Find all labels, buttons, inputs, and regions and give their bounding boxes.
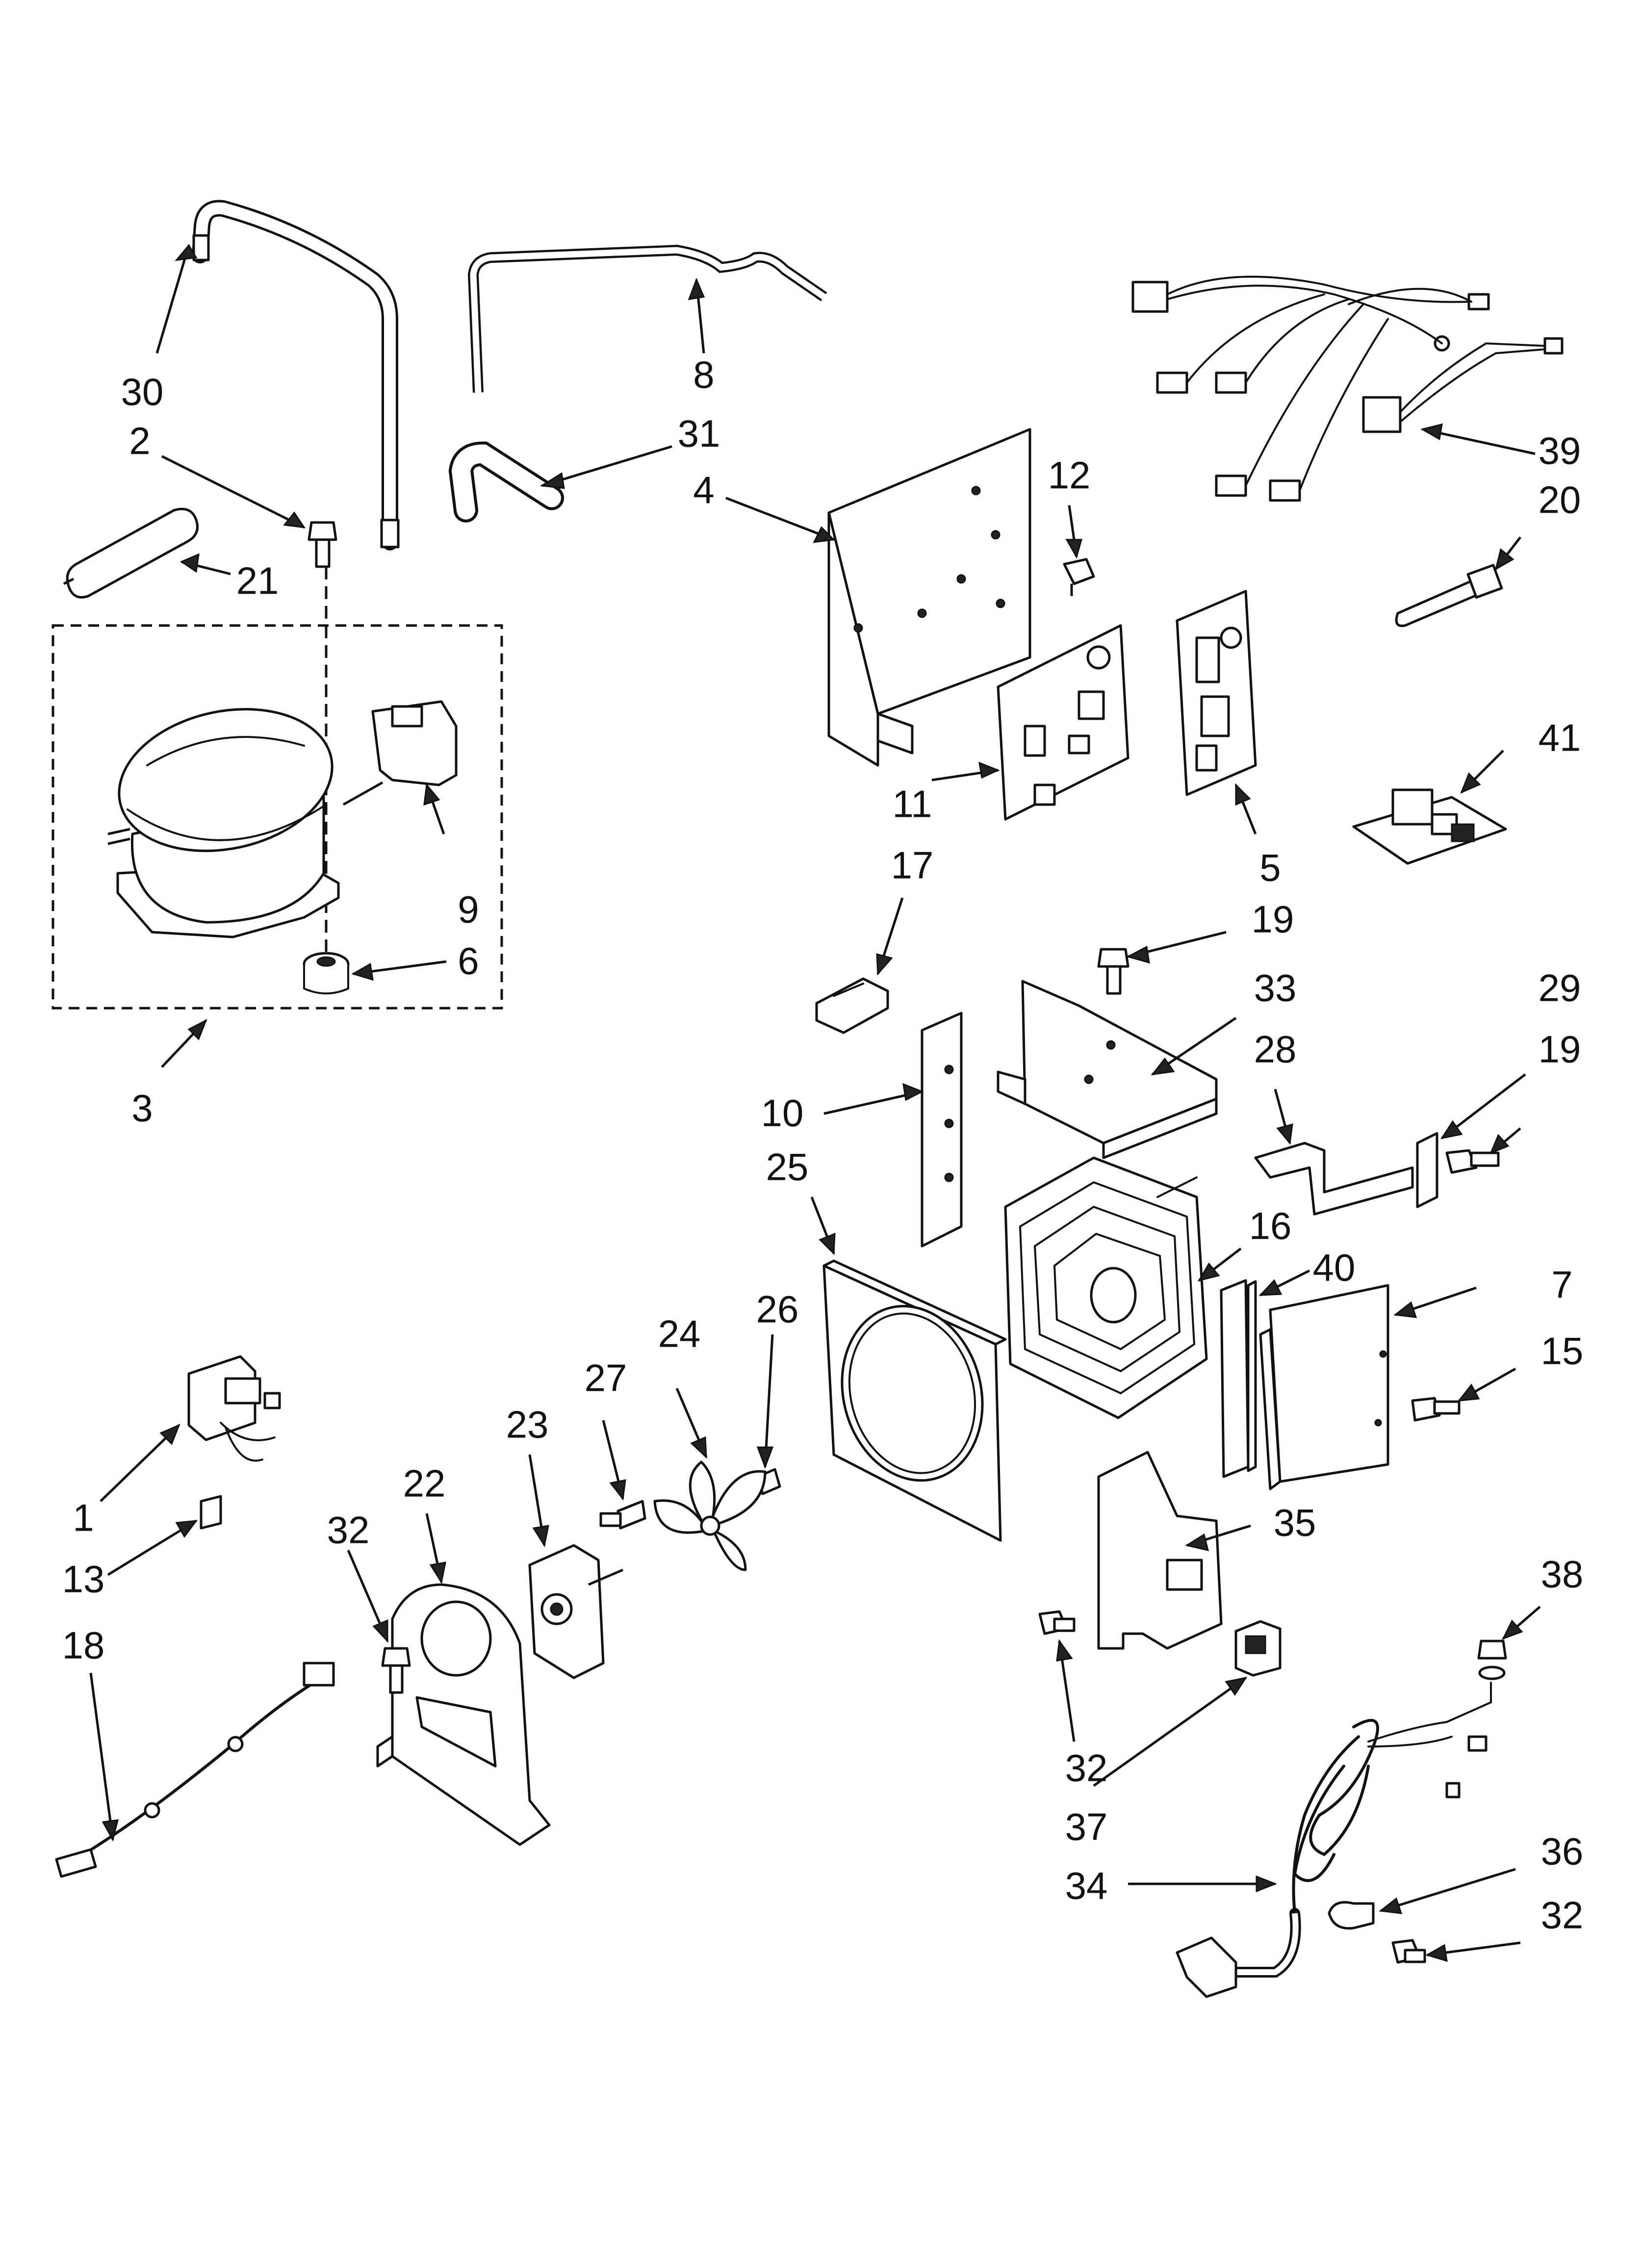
switch-part [815, 977, 889, 1034]
label-39: 39 [1539, 429, 1581, 472]
label-1: 1 [73, 1496, 94, 1539]
compressor-screw-part [308, 521, 337, 568]
label-7: 7 [1551, 1263, 1572, 1306]
label-19b: 19 [1539, 1028, 1581, 1071]
deck-cover-part [997, 980, 1218, 1159]
screw-part-32b [1038, 1610, 1076, 1635]
label-35: 35 [1274, 1501, 1316, 1544]
seal-strip-part [1220, 1279, 1250, 1478]
label-16: 16 [1249, 1204, 1292, 1248]
label-15: 15 [1541, 1330, 1584, 1373]
leader-lines [89, 244, 1541, 1962]
discharge-tube-part [192, 200, 400, 550]
label-20: 20 [1539, 478, 1581, 521]
label-22: 22 [403, 1462, 446, 1505]
label-2: 2 [129, 419, 150, 463]
control-bracket-part [827, 428, 1031, 767]
fan-bracket-part [376, 1583, 551, 1846]
power-cord-part [1176, 1682, 1492, 1998]
label-23: 23 [506, 1403, 549, 1446]
strap-part [1416, 1132, 1438, 1208]
label-10: 10 [761, 1092, 804, 1135]
label-32c: 32 [1541, 1894, 1584, 1937]
relay-part [342, 700, 458, 806]
fan-blade-part [653, 1460, 767, 1571]
label-29: 29 [1539, 966, 1581, 1010]
label-18: 18 [62, 1624, 105, 1667]
ground-screw-part [1477, 1640, 1507, 1680]
shroud-part [822, 1259, 1007, 1542]
screw-part-15 [1411, 1397, 1461, 1422]
part-number-labels: 30 2 21 8 31 4 12 39 20 41 11 5 9 6 3 17… [62, 353, 1584, 1937]
power-board-part [1352, 788, 1507, 865]
screw-part-32c [1391, 1939, 1426, 1964]
tube-part [467, 244, 827, 393]
screw-part-32a [381, 1647, 411, 1694]
label-19a: 19 [1252, 898, 1294, 941]
label-4: 4 [693, 469, 714, 512]
label-36: 36 [1541, 1830, 1584, 1873]
clip-part [1063, 558, 1095, 596]
label-6: 6 [458, 939, 479, 983]
label-21: 21 [236, 559, 279, 602]
label-3: 3 [131, 1087, 153, 1130]
label-37: 37 [1065, 1805, 1108, 1849]
side-bracket-part [921, 1012, 963, 1248]
bushing-part [599, 1500, 646, 1530]
brace-part [1097, 1451, 1223, 1650]
label-24: 24 [658, 1312, 701, 1356]
condenser-cover-part [1259, 1284, 1389, 1490]
label-38: 38 [1541, 1553, 1584, 1596]
label-25: 25 [766, 1146, 809, 1189]
label-31: 31 [678, 412, 720, 455]
compressor-assembly-box [51, 624, 503, 1010]
bracket-part-28 [1254, 1142, 1414, 1216]
label-27: 27 [585, 1356, 627, 1400]
label-32a: 32 [327, 1509, 370, 1552]
label-26: 26 [756, 1288, 799, 1331]
label-34: 34 [1065, 1864, 1108, 1907]
capacitor-part [1234, 1620, 1282, 1677]
gasket-part [1247, 1280, 1257, 1472]
label-28: 28 [1254, 1028, 1297, 1071]
process-tube-part [448, 441, 564, 522]
wire-harness-part [1131, 276, 1564, 502]
control-board-part [997, 624, 1129, 821]
label-11: 11 [893, 782, 932, 826]
screw-part-19a [1097, 948, 1129, 995]
label-40: 40 [1313, 1246, 1356, 1289]
label-13: 13 [62, 1558, 105, 1601]
transformer-part [187, 1355, 281, 1462]
label-12: 12 [1048, 454, 1091, 497]
label-17: 17 [891, 844, 934, 887]
label-5: 5 [1259, 846, 1281, 889]
control-board-main-part [1176, 590, 1257, 796]
label-32b: 32 [1065, 1747, 1108, 1790]
label-41: 41 [1539, 716, 1581, 759]
label-9: 9 [458, 888, 479, 931]
screw-part-19b [1445, 1149, 1500, 1174]
wire-tie-part [1395, 564, 1503, 627]
label-8: 8 [693, 353, 714, 396]
cord-clamp-part [1328, 1901, 1375, 1930]
clip-small-part [200, 1495, 222, 1530]
cord-harness-part [55, 1662, 335, 1878]
fan-motor-part [528, 1544, 623, 1679]
grommet-part [303, 952, 350, 994]
label-30: 30 [121, 370, 164, 414]
compressor-part [107, 708, 340, 938]
drier-part [63, 508, 199, 599]
condenser-part [1004, 1156, 1208, 1419]
label-33: 33 [1254, 966, 1297, 1010]
